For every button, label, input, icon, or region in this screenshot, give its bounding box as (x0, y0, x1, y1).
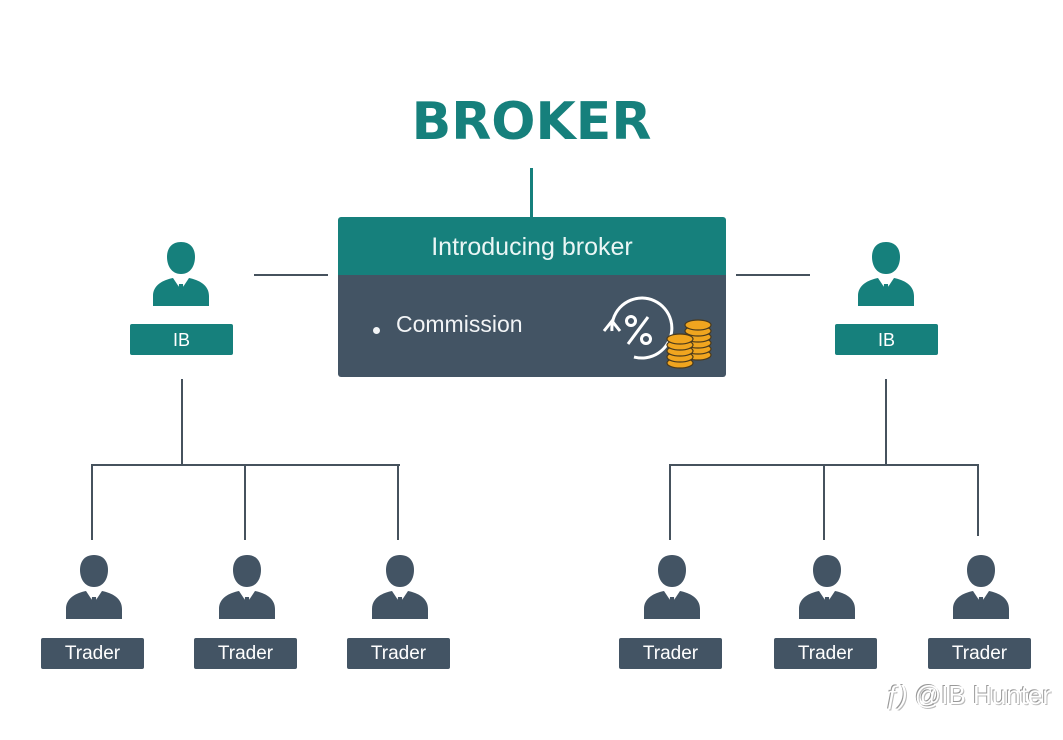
bullet-commission: Commission (396, 311, 523, 337)
ib-left-label: IB (130, 324, 233, 355)
trader-label: Trader (347, 638, 450, 669)
trader-label: Trader (619, 638, 722, 669)
introducing-broker-card: Introducing broker Commission (338, 217, 726, 377)
trader-label: Trader (41, 638, 144, 669)
trader-person-icon (799, 555, 855, 619)
ib-right-person-icon (858, 242, 914, 306)
watermark: ƒ) @IB Hunter (884, 680, 1051, 711)
trader-label: Trader (774, 638, 877, 669)
connector-right-drop-3 (977, 464, 979, 536)
trader-person-icon (66, 555, 122, 619)
diagram-title: BROKER (411, 92, 652, 152)
connector-card-ib-right (736, 274, 810, 276)
connector-left-drop-2 (244, 464, 246, 540)
bullet-dot (373, 327, 380, 334)
trader-person-icon (372, 555, 428, 619)
percent-cycle-coins-icon (602, 296, 712, 369)
connector-right-drop-1 (669, 464, 671, 540)
connector-ib-left-down (181, 379, 183, 465)
connector-right-drop-2 (823, 464, 825, 540)
connector-card-ib-left (254, 274, 328, 276)
trader-label: Trader (928, 638, 1031, 669)
connector-ib-right-down (885, 379, 887, 465)
introducing-broker-body: Commission (338, 275, 726, 377)
introducing-broker-heading: Introducing broker (338, 217, 726, 275)
watermark-text: @IB Hunter (914, 680, 1051, 710)
ib-left-person-icon (153, 242, 209, 306)
connector-left-drop-3 (397, 464, 399, 540)
connector-title-card (530, 168, 533, 218)
ib-right-label: IB (835, 324, 938, 355)
connector-left-drop-1 (91, 464, 93, 540)
trader-person-icon (219, 555, 275, 619)
trader-person-icon (953, 555, 1009, 619)
zhihu-logo-icon: ƒ) (884, 680, 908, 710)
trader-person-icon (644, 555, 700, 619)
trader-label: Trader (194, 638, 297, 669)
